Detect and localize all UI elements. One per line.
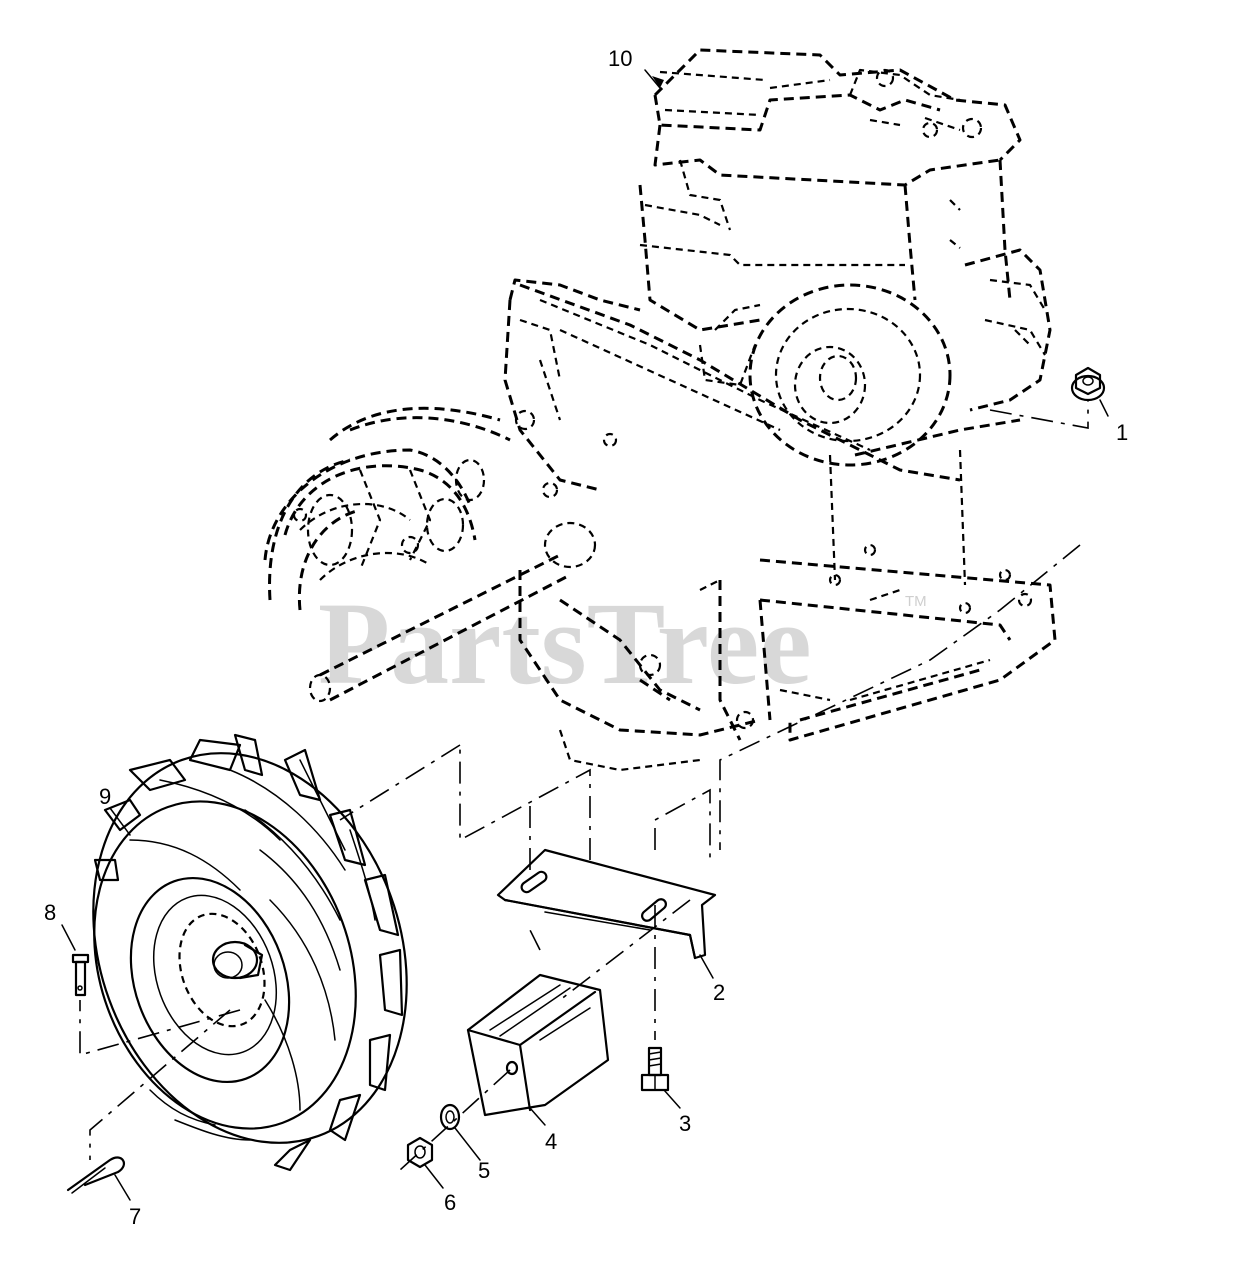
bracket-part [496,848,717,960]
callout-2: 2 [699,954,725,1005]
callout-label-2: 2 [713,980,725,1005]
nut-part [406,1136,434,1169]
engine-phantom [638,48,1052,586]
callout-1: 1 [1099,399,1128,445]
callout-8: 8 [44,900,76,951]
bolt-part [640,1046,670,1092]
wheel-tire [92,733,408,1172]
callout-label-7: 7 [129,1204,141,1229]
callout-9: 9 [99,784,131,836]
watermark: PartsTree TM [318,578,927,709]
assembly-leaders [79,400,1089,1171]
watermark-text: PartsTree [318,578,812,709]
callout-label-5: 5 [478,1158,490,1183]
callout-5: 5 [454,1127,490,1183]
lock-washer-part [439,1103,461,1131]
callouts: 1 2 3 4 5 6 7 8 [44,46,1128,1229]
callout-label-10: 10 [608,46,632,71]
callout-label-1: 1 [1116,420,1128,445]
tiller-frame-phantom [263,278,1057,772]
callout-label-4: 4 [545,1129,557,1154]
watermark-trademark: TM [905,593,927,610]
callout-label-8: 8 [44,900,56,925]
callout-label-9: 9 [99,784,111,809]
callout-6: 6 [424,1164,456,1215]
callout-3: 3 [663,1089,691,1136]
flange-nut-part [1070,366,1106,402]
callout-label-3: 3 [679,1111,691,1136]
callout-4: 4 [529,1107,557,1154]
weight-block-part [466,973,610,1117]
hairpin-clip-part [66,1156,125,1194]
clevis-pin-part [71,953,90,997]
callout-label-6: 6 [444,1190,456,1215]
callout-7: 7 [114,1174,141,1229]
callout-10: 10 [608,46,664,89]
